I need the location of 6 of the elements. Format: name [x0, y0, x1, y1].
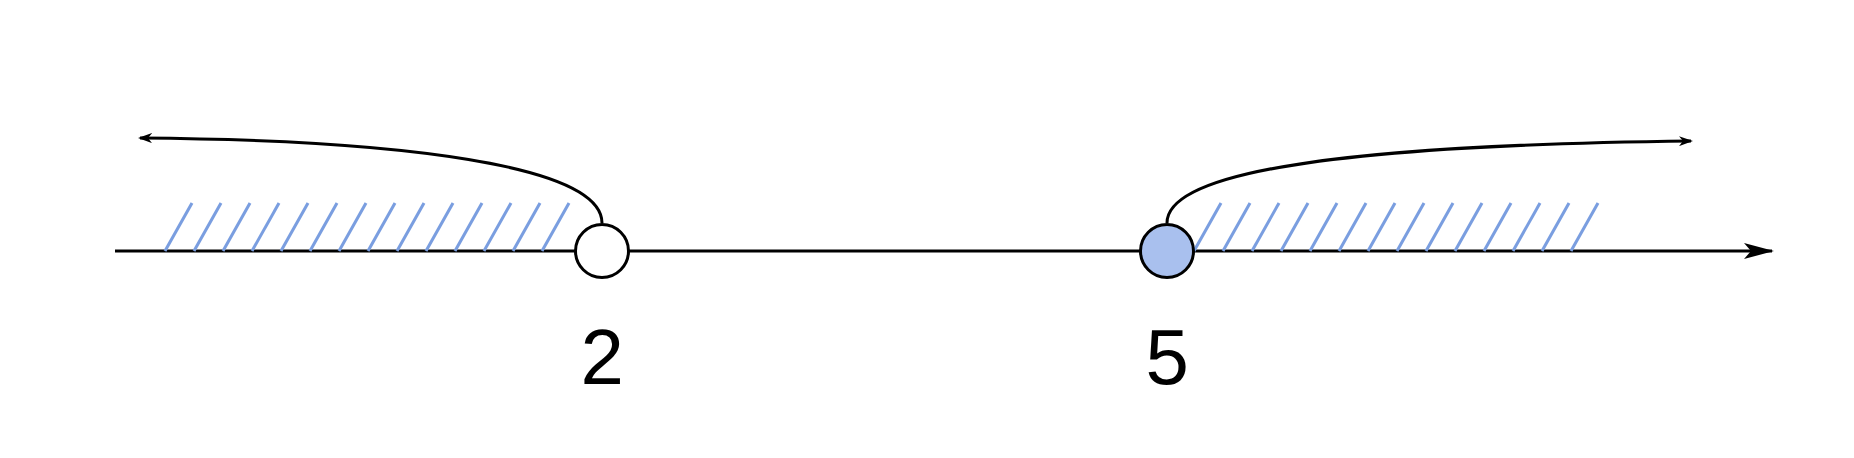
curved-arrow	[138, 133, 604, 224]
tick-label: 2	[580, 318, 624, 396]
point-circle	[574, 223, 630, 279]
curved-arrow	[1165, 136, 1693, 224]
point-circle	[1139, 223, 1195, 279]
tick-label: 5	[1145, 318, 1189, 396]
